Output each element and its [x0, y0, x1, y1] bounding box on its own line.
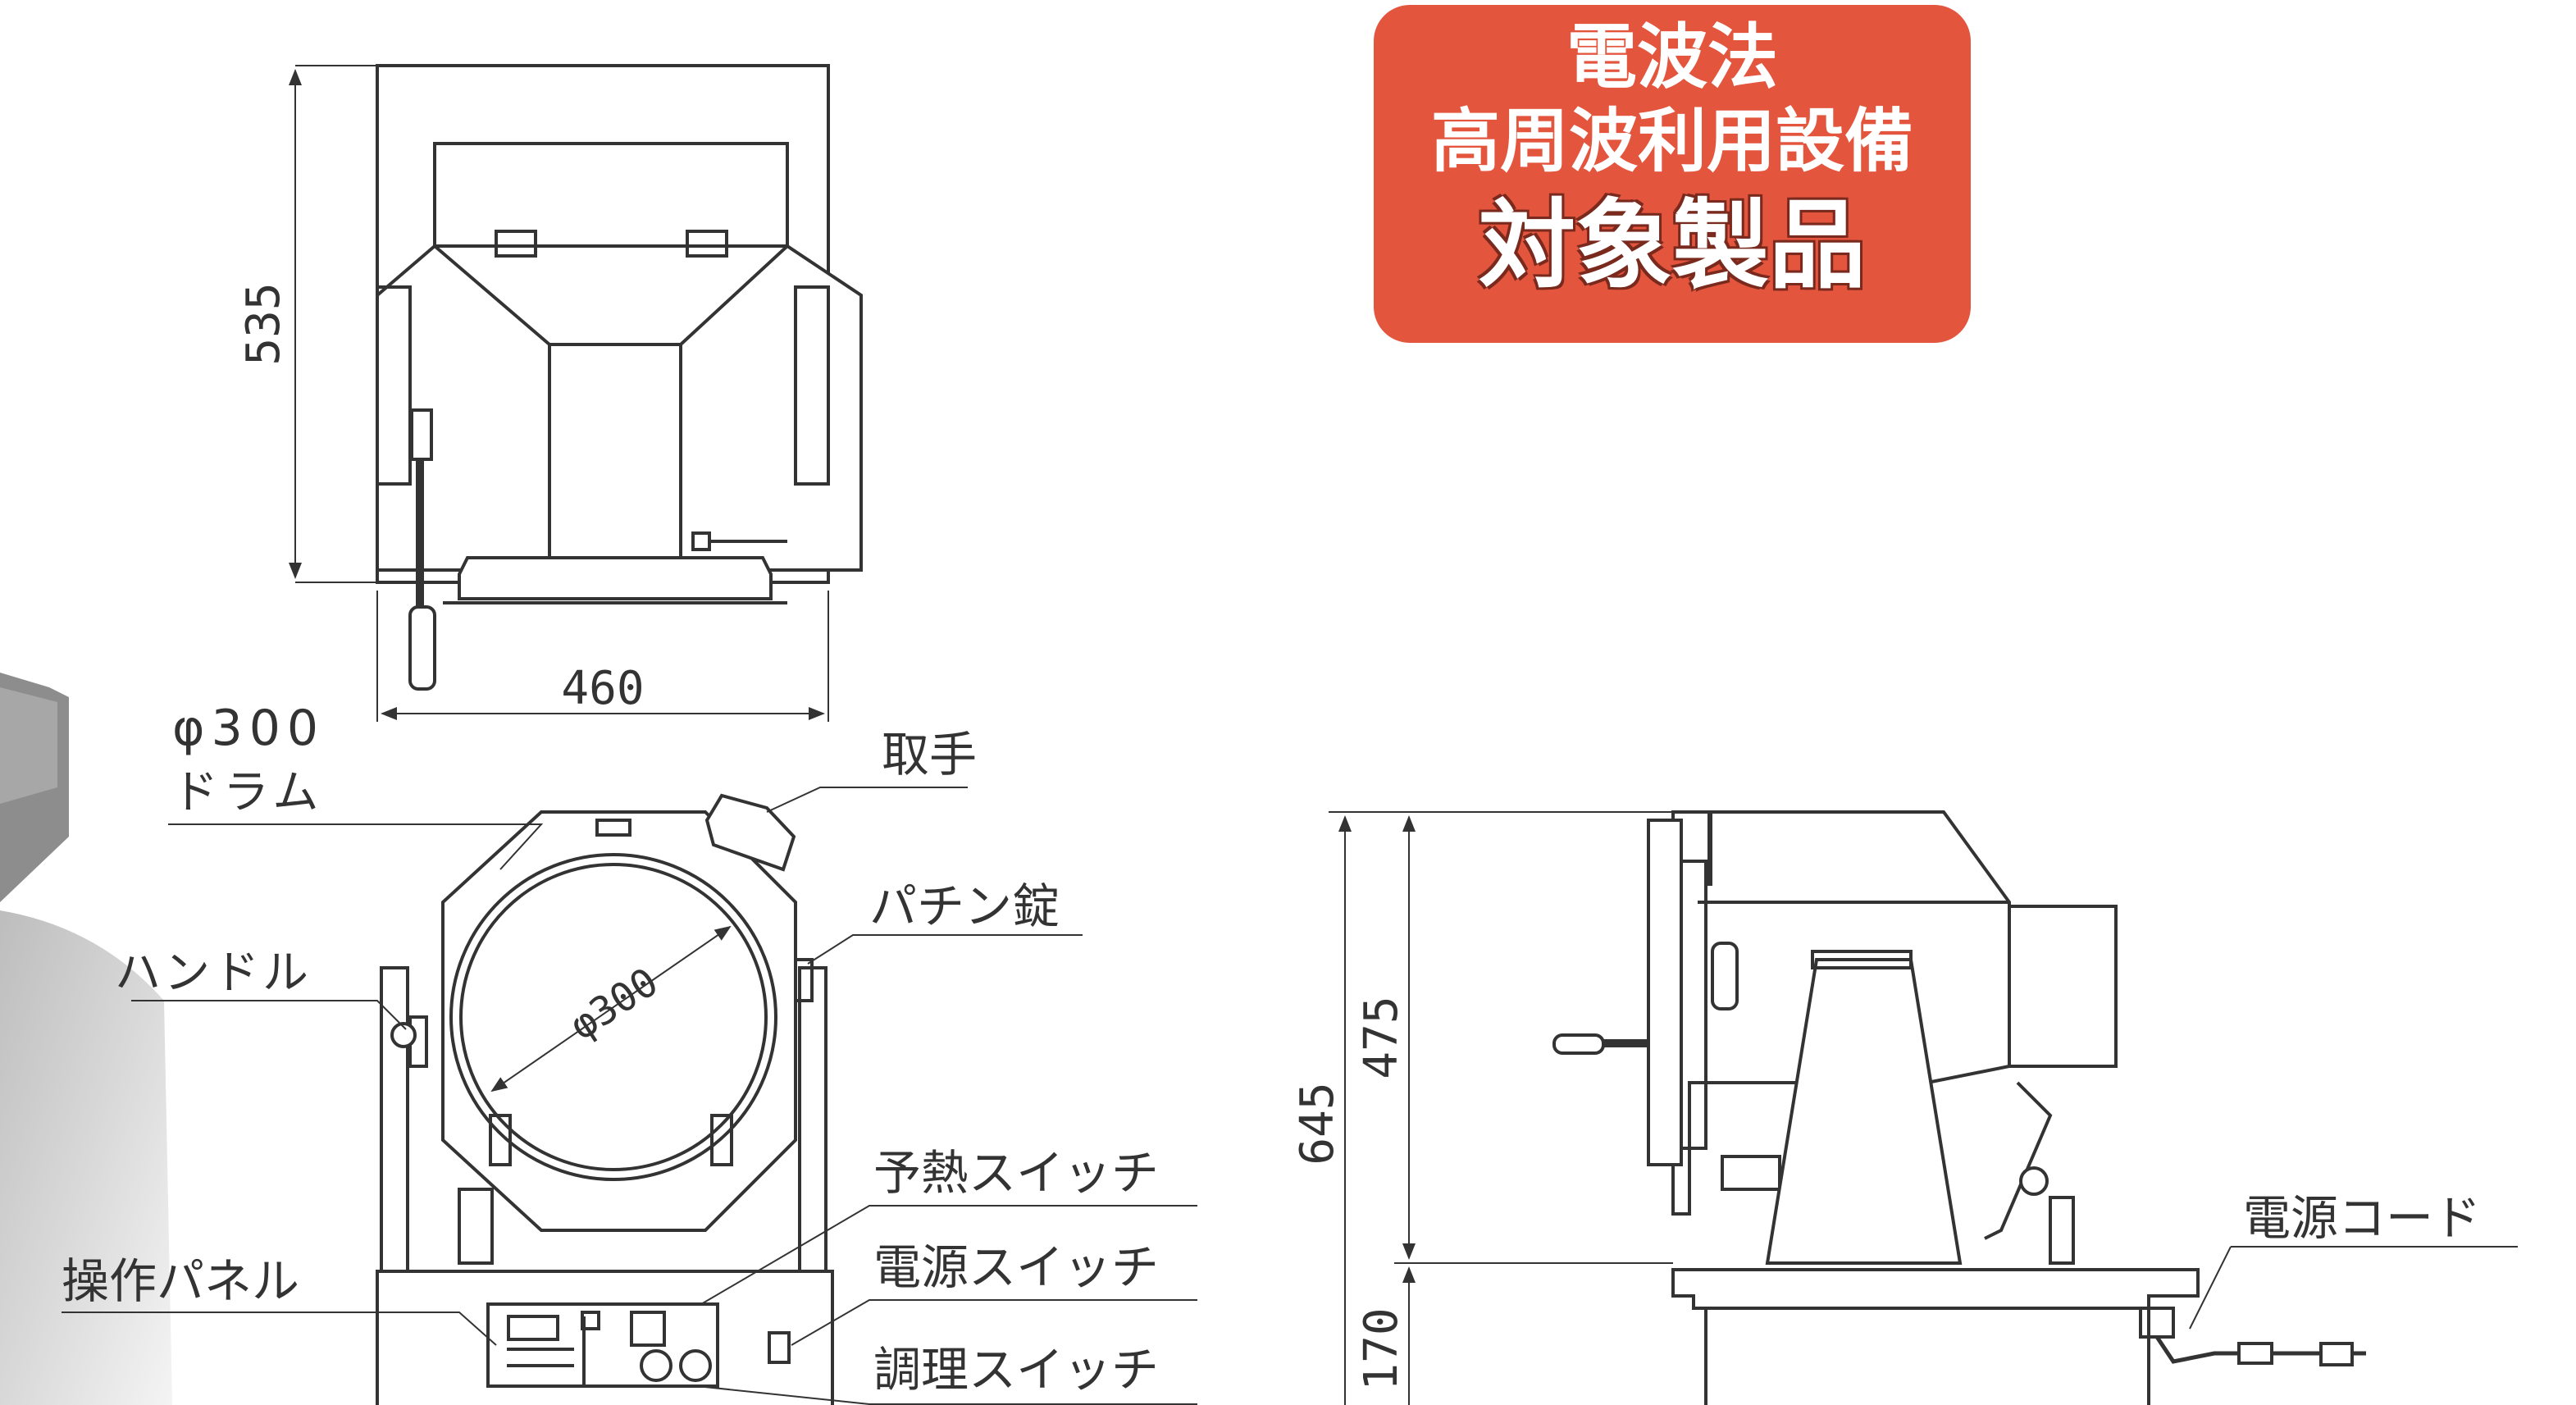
control-panel-drawing: [486, 1302, 719, 1388]
preheat-switch-label: 予熱スイッチ: [873, 1145, 1159, 1201]
badge-line-1: 電波法: [1566, 16, 1778, 98]
control-panel-label: 操作パネル: [62, 1253, 299, 1309]
crank-handle-label: ハンドル: [115, 947, 312, 1000]
side-base-height-dim: 170: [1355, 1307, 1408, 1390]
side-total-height-dim: 645: [1291, 1082, 1344, 1165]
cook-switch-label: 調理スイッチ: [873, 1342, 1159, 1398]
product-photo-fragment: [0, 673, 172, 1405]
power-switch-label: 電源スイッチ: [873, 1239, 1159, 1295]
side-view-stand: [1765, 958, 1963, 1265]
top-view-drum-body: [376, 142, 863, 572]
grip-label: 取手: [882, 727, 977, 782]
drum-name-label: ドラム: [172, 766, 323, 819]
power-cord-label: 電源コード: [2243, 1190, 2481, 1246]
top-view-height-dim: 535: [237, 282, 290, 365]
side-upper-height-dim: 475: [1355, 996, 1408, 1079]
side-view: [1329, 810, 2518, 1405]
radio-law-badge: 電波法 高周波利用設備 対象製品: [1374, 5, 1971, 343]
badge-line-3: 対象製品: [1478, 189, 1866, 302]
top-view: [289, 64, 863, 722]
badge-line-2: 高周波利用設備: [1430, 101, 1913, 181]
front-view: [62, 787, 1197, 1405]
front-view-drum: [459, 863, 768, 1171]
drum-size-label: φ300: [172, 700, 325, 757]
top-view-width-dim: 460: [561, 662, 644, 715]
latch-label: パチン錠: [869, 878, 1060, 934]
